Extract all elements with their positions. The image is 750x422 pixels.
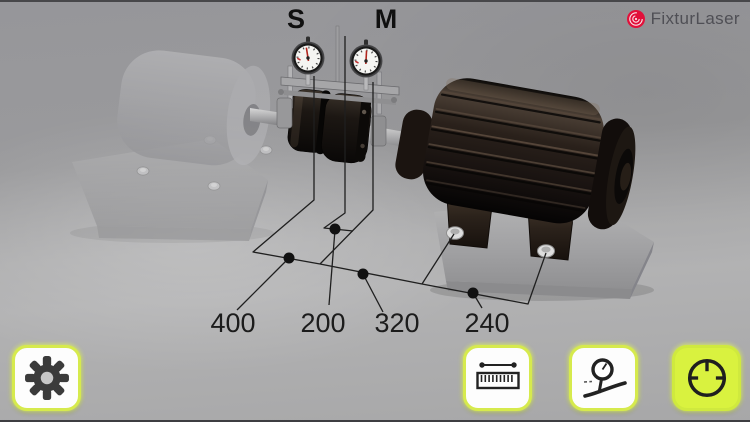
dial-gauge-m: [349, 39, 383, 78]
screen-top-edge: [0, 0, 750, 2]
alignment-fixture: [276, 25, 400, 147]
dial-face-icon: [687, 358, 726, 398]
movable-machine: [395, 78, 654, 301]
movable-gauge-label: M: [374, 4, 398, 34]
brand-logo-text: FixturLaser: [650, 9, 740, 28]
distance-value-3: 320: [374, 308, 420, 338]
measure-button[interactable]: [672, 345, 741, 411]
dial-gauge-s: [291, 36, 325, 75]
ruler-icon: [475, 362, 520, 390]
distances-button[interactable]: [463, 345, 532, 411]
coupling: [287, 89, 372, 164]
measure-point-dots: [283, 223, 479, 299]
gear-icon: [24, 356, 69, 400]
motor-body: [395, 78, 636, 230]
distance-value-4: 240: [464, 308, 510, 338]
screen-bottom-edge: [0, 420, 750, 422]
leader-lines: [236, 229, 483, 313]
fixturlaser-target-icon: [626, 10, 645, 28]
brand-logo: FixturLaser: [626, 9, 740, 29]
distance-value-1: 400: [210, 308, 256, 338]
foot-bolt: [446, 226, 555, 258]
distance-value-2: 200: [300, 308, 346, 338]
stationary-gauge-label: S: [286, 4, 305, 34]
gauge-position-button[interactable]: [569, 345, 638, 411]
dial-gauge-arm-icon: [582, 358, 627, 398]
stationary-machine-ghost: [70, 50, 274, 243]
settings-button[interactable]: [12, 345, 81, 411]
